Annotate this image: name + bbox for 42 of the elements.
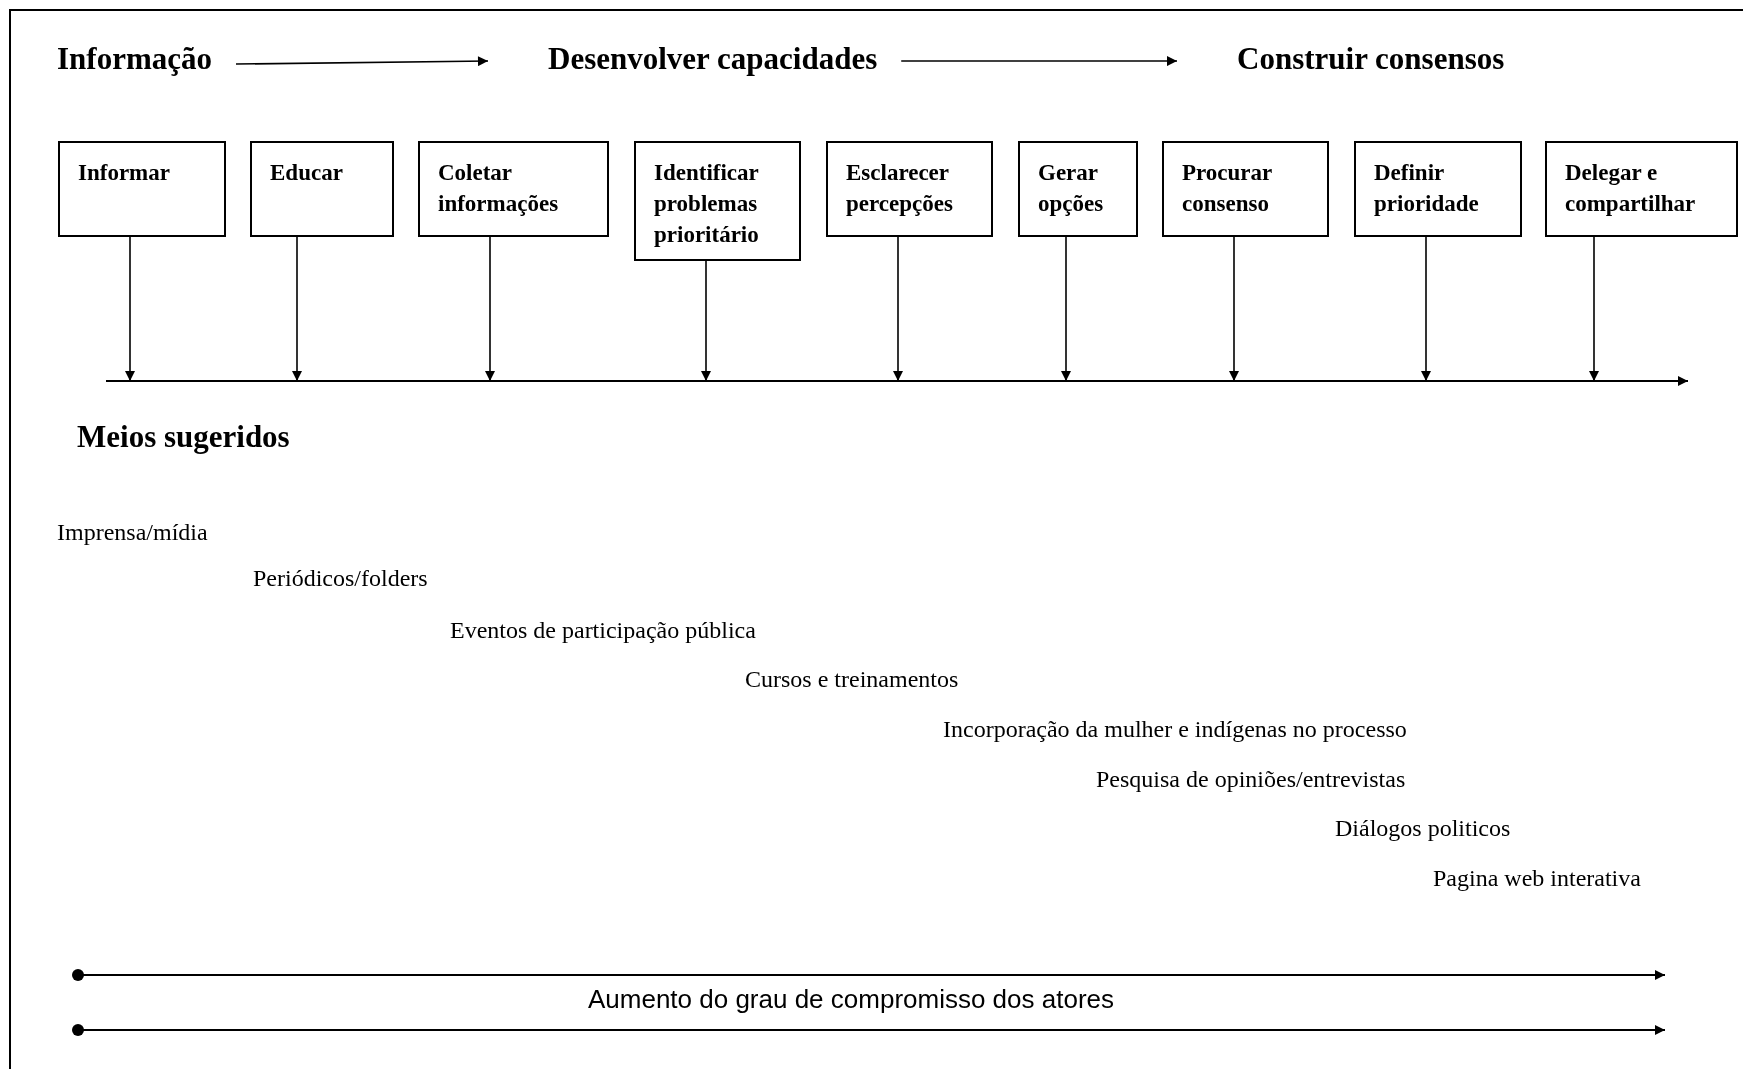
arrow xyxy=(1061,236,1071,382)
section-heading: Meios sugeridos xyxy=(77,420,290,455)
step-box xyxy=(1545,141,1738,237)
means-label: Pesquisa de opiniões/entrevistas xyxy=(1096,766,1406,793)
arrow xyxy=(1589,236,1599,382)
means-label: Cursos e treinamentos xyxy=(745,666,959,693)
step-label: Procurar consenso xyxy=(1182,159,1273,218)
means-label: Eventos de participação pública xyxy=(450,617,756,644)
stage-heading: Construir consensos xyxy=(1237,42,1505,77)
step-label: Gerar opções xyxy=(1038,159,1105,218)
stage-heading: Informação xyxy=(57,42,212,77)
step-box xyxy=(418,141,609,237)
means-label: Incorporação da mulher e indígenas no processo xyxy=(943,716,1407,743)
arrow xyxy=(235,56,489,67)
arrow xyxy=(125,236,135,382)
arrow xyxy=(701,260,711,382)
step-box xyxy=(1018,141,1138,237)
arrow xyxy=(893,236,903,382)
means-label: Diálogos politicos xyxy=(1335,815,1511,842)
means-label: Imprensa/mídia xyxy=(57,519,208,546)
arrow xyxy=(900,56,1178,67)
stage-heading: Desenvolver capacidades xyxy=(548,42,878,77)
scale-caption: Aumento do grau de compromisso dos atores xyxy=(587,985,1115,1014)
means-label: Pagina web interativa xyxy=(1433,865,1641,892)
step-label: Educar xyxy=(270,159,344,187)
step-label: Identificar problemas prioritário xyxy=(654,159,760,249)
arrow xyxy=(485,236,495,382)
step-label: Definir prioridade xyxy=(1374,159,1480,218)
step-label: Coletar informações xyxy=(438,159,560,218)
arrow xyxy=(1421,236,1431,382)
step-label: Informar xyxy=(78,159,171,187)
step-box xyxy=(826,141,993,237)
arrow xyxy=(292,236,302,382)
step-box xyxy=(1162,141,1329,237)
means-label: Periódicos/folders xyxy=(253,565,428,592)
step-box xyxy=(58,141,226,237)
step-box xyxy=(250,141,394,237)
step-label: Delegar e compartilhar xyxy=(1565,159,1697,218)
step-box xyxy=(1354,141,1522,237)
step-label: Esclarecer percepções xyxy=(846,159,954,218)
arrow xyxy=(1229,236,1239,382)
step-box xyxy=(634,141,801,261)
